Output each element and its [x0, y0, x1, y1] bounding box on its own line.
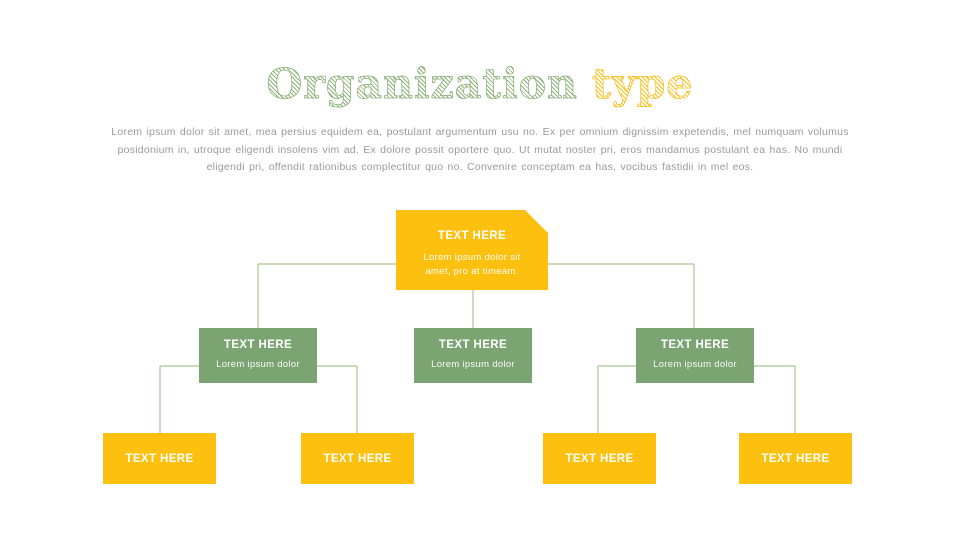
org-node-leaf-3-heading: TEXT HERE	[565, 452, 634, 465]
org-node-leaf-3[interactable]: TEXT HERE	[543, 433, 656, 484]
org-node-mid-1-heading: TEXT HERE	[223, 339, 293, 351]
org-node-mid-1[interactable]: TEXT HERE Lorem ipsum dolor	[199, 328, 317, 383]
org-node-mid-2[interactable]: TEXT HERE Lorem ipsum dolor	[414, 328, 532, 383]
org-node-leaf-4[interactable]: TEXT HERE	[739, 433, 852, 484]
org-node-root[interactable]: TEXT HERE Lorem ipsum dolor sit amet, pr…	[396, 210, 548, 290]
title-word-type: type	[591, 60, 694, 109]
org-node-leaf-2-heading: TEXT HERE	[323, 452, 392, 465]
body-paragraph: Lorem ipsum dolor sit amet, mea persius …	[111, 126, 849, 173]
org-node-leaf-1[interactable]: TEXT HERE	[103, 433, 216, 484]
org-node-leaf-4-heading: TEXT HERE	[761, 452, 830, 465]
org-node-root-heading: TEXT HERE	[437, 230, 507, 242]
org-node-leaf-1-heading: TEXT HERE	[125, 452, 194, 465]
org-node-mid-3-description: Lorem ipsum dolor	[653, 359, 737, 370]
org-node-mid-2-heading: TEXT HERE	[438, 339, 508, 351]
title-word-organization: Organization	[266, 60, 578, 109]
org-node-mid-3[interactable]: TEXT HERE Lorem ipsum dolor	[636, 328, 754, 383]
org-node-mid-3-heading: TEXT HERE	[660, 339, 730, 351]
org-node-mid-2-description: Lorem ipsum dolor	[431, 359, 515, 370]
page-title: Organization type	[0, 60, 960, 109]
org-node-mid-1-description: Lorem ipsum dolor	[216, 359, 300, 370]
org-node-root-description: Lorem ipsum dolor sit amet, pro at timea…	[423, 252, 521, 277]
org-node-leaf-2[interactable]: TEXT HERE	[301, 433, 414, 484]
